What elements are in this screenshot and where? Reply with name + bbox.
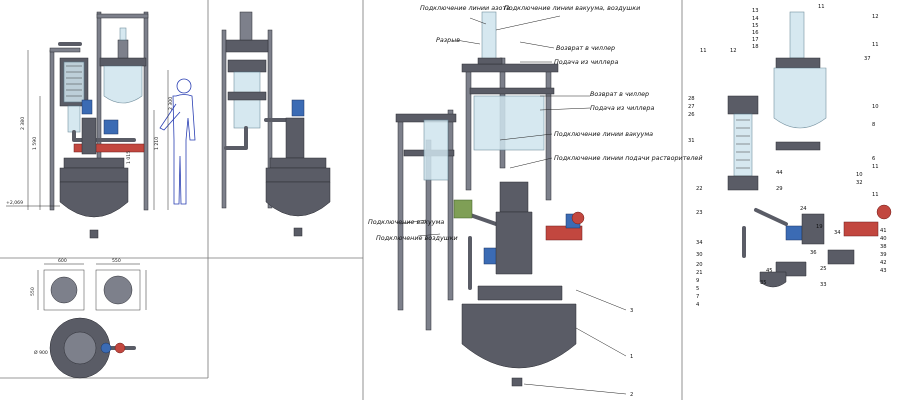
part-11-c: 11 [700,48,707,54]
parts-view: 13 14 15 16 17 18 11 12 11 12 37 10 11 2… [688,4,892,308]
part-13: 13 [752,8,759,14]
dim-elevation: +2,069 [6,200,23,206]
label-rupture: Разрыв [436,36,460,44]
iso-view: Подключение линии азота Подключение лини… [368,4,703,398]
callout-2: 2 [630,392,633,398]
part-40: 40 [880,236,887,242]
part-41: 41 [880,228,887,234]
part-16: 16 [752,30,759,36]
part-30: 30 [696,252,703,258]
front-view: 2 380 1 590 1 210 1 015 2 300 +2,069 [6,11,196,239]
label-supply-chiller-2: Подача из чиллера [590,104,654,112]
part-22: 22 [696,186,703,192]
part-17: 17 [752,37,759,43]
label-return-chiller-1: Возврат в чиллер [556,44,615,52]
part-36: 36 [810,250,817,256]
part-4: 4 [696,302,700,308]
part-10-b: 10 [856,172,863,178]
dim-height-5: 2 300 [168,97,174,110]
label-nitrogen: Подключение линии азота [420,4,510,12]
part-26: 26 [688,112,695,118]
part-28: 28 [688,96,695,102]
part-18: 18 [752,44,759,50]
dim-height-total: 2 380 [20,117,26,130]
part-39: 39 [880,252,887,258]
part-11-d: 11 [872,164,879,170]
callout-3: 3 [630,308,633,314]
label-air: Подключение воздушки [376,234,458,242]
label-vacuum: Подключение вакуума [368,218,444,226]
part-25: 25 [820,266,827,272]
part-38: 38 [880,244,887,250]
part-37: 37 [864,56,871,62]
part-15: 15 [752,23,759,29]
part-43: 43 [880,268,887,274]
part-23: 23 [696,210,703,216]
part-27: 27 [688,104,695,110]
part-33: 33 [820,282,827,288]
part-42: 42 [880,260,887,266]
side-view [221,11,331,237]
part-34-b: 34 [834,230,841,236]
plan-view: 600 550 550 Ø 900 [30,258,147,379]
part-11-e: 11 [872,192,879,198]
label-vacuum-air: Подключение линии вакуума, воздушки [504,4,640,12]
part-29: 29 [776,186,783,192]
label-vacuum-line: Подключение линии вакуума [554,130,653,138]
part-11-a: 11 [818,4,825,10]
part-35: 35 [760,280,767,286]
dim-height-2: 1 590 [32,137,38,150]
part-9: 9 [696,278,699,284]
person-outline [159,78,196,205]
dim-diameter: Ø 900 [34,349,48,356]
label-supply-chiller-1: Подача из чиллера [554,58,618,66]
part-19: 19 [816,224,823,230]
dim-plan-width-2: 550 [112,258,121,264]
part-11-b: 11 [872,42,879,48]
part-20: 20 [696,262,703,268]
label-return-chiller-2: Возврат в чиллер [590,90,649,98]
part-7: 7 [696,294,699,300]
dim-height-4: 1 015 [126,151,132,164]
part-6: 6 [872,156,875,162]
label-solvent-line: Подключение линии подачи растворителей [554,154,703,162]
part-8: 8 [872,122,875,128]
dim-plan-width-1: 600 [58,258,67,264]
part-12-a: 12 [872,14,879,20]
part-21: 21 [696,270,703,276]
part-14: 14 [752,16,759,22]
callout-1: 1 [630,354,633,360]
part-34: 34 [696,240,703,246]
part-32: 32 [856,180,863,186]
part-5: 5 [696,286,699,292]
dim-height-3: 1 210 [154,137,160,150]
part-10: 10 [872,104,879,110]
part-44: 44 [776,170,783,176]
part-24: 24 [800,206,807,212]
part-31: 31 [688,138,695,144]
part-45: 45 [766,268,773,274]
part-12-b: 12 [730,48,737,54]
dim-plan-depth: 550 [30,287,36,296]
